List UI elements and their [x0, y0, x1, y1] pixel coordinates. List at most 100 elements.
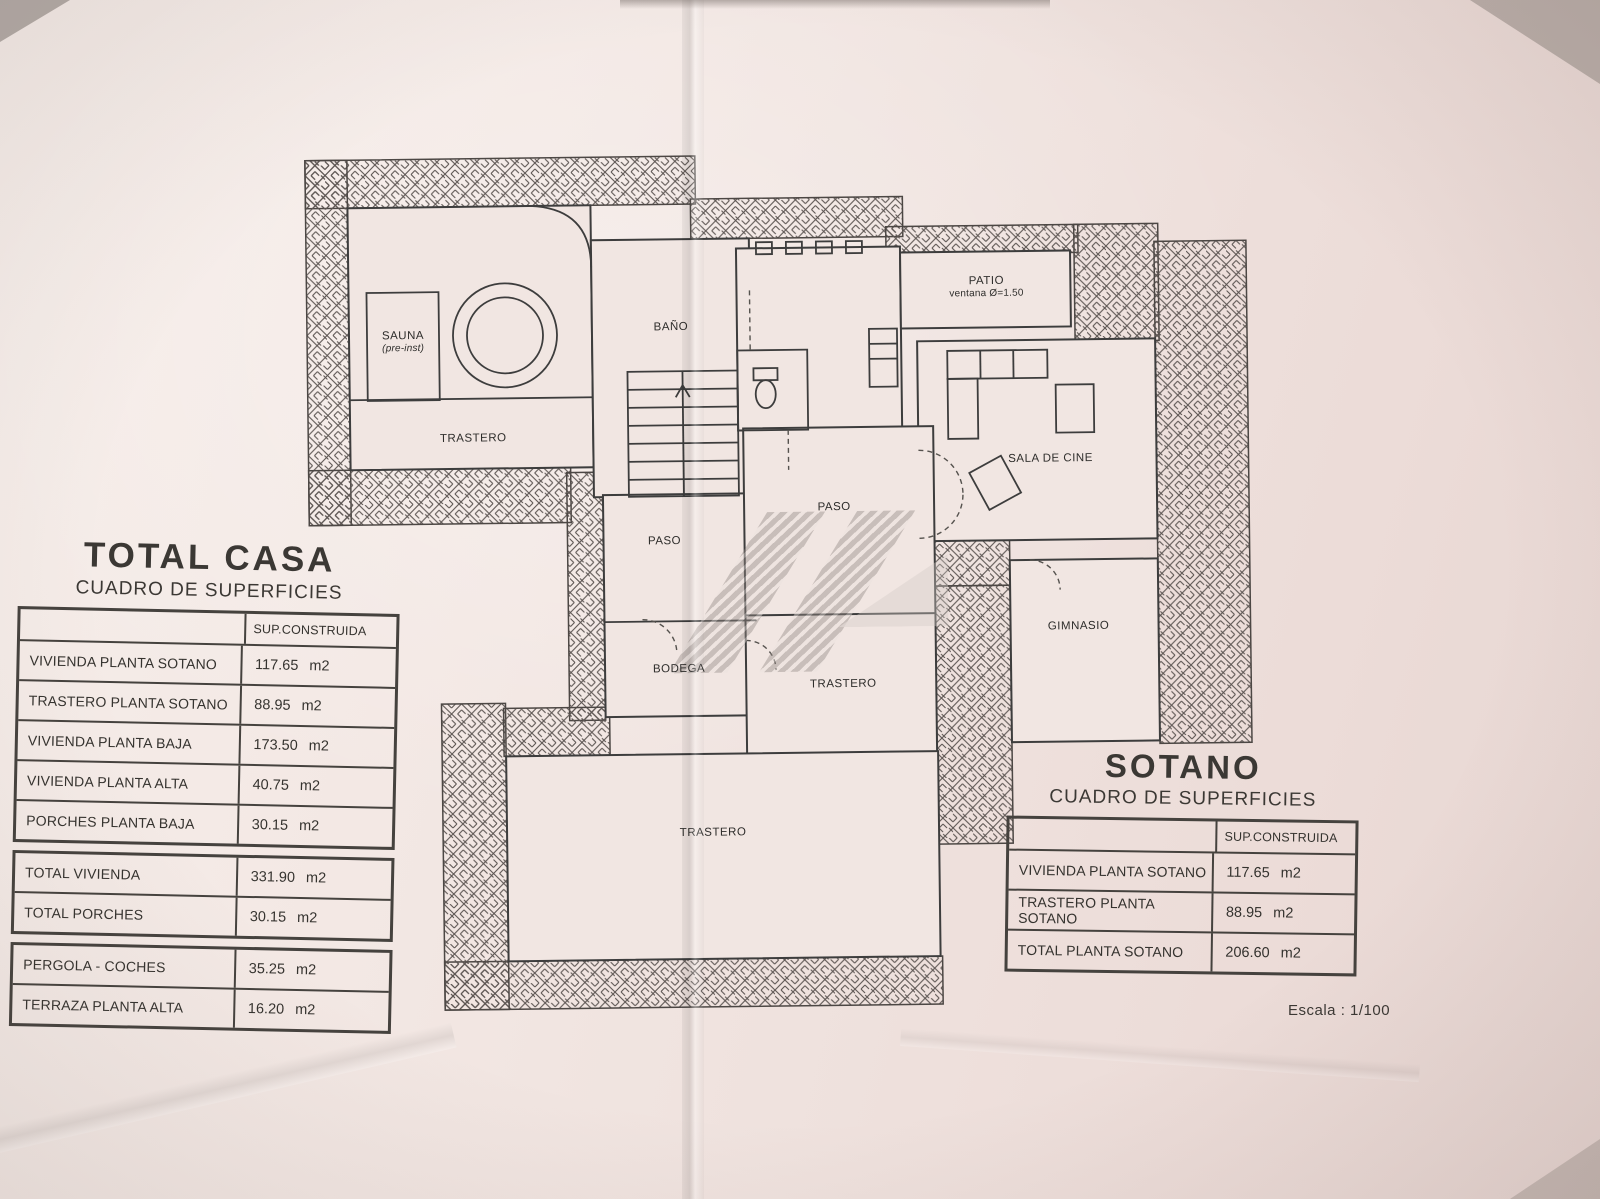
total-casa-table-main: SUP.CONSTRUIDA VIVIENDA PLANTA SOTANO 11…: [12, 606, 400, 850]
room-name: SALA DE CINE: [1008, 451, 1093, 466]
table-row: TOTAL PLANTA SOTANO 206.60 m2: [1007, 928, 1355, 974]
room-name: BAÑO: [653, 320, 689, 334]
row-label: TRASTERO PLANTA SOTANO: [1018, 893, 1155, 927]
paper-edge-shadow: [620, 0, 1050, 9]
total-casa-title: TOTAL CASA: [83, 535, 336, 580]
total-casa-table-totals: TOTAL VIVIENDA 331.90 m2 TOTAL PORCHES 30…: [10, 849, 395, 942]
room-label-trastero-2: TRASTERO: [810, 677, 877, 692]
row-value: 88.95: [254, 697, 291, 714]
row-unit: m2: [309, 658, 330, 675]
column-header: SUP.CONSTRUIDA: [244, 613, 397, 647]
room-label-gimnasio: GIMNASIO: [1048, 619, 1110, 634]
row-value-cell: 173.50 m2: [238, 725, 395, 767]
paper-crease: [900, 1027, 1420, 1083]
armchair: [968, 454, 1023, 512]
row-value: 117.65: [254, 657, 299, 674]
room-label-bodega: BODEGA: [653, 662, 705, 677]
room-name: PASO: [647, 535, 682, 548]
header-empty-cell: [1009, 819, 1216, 852]
room-name: GIMNASIO: [1047, 619, 1110, 633]
room-name: TRASTERO: [439, 432, 507, 445]
row-value: 35.25: [248, 960, 286, 978]
room-label-paso-2: PASO: [817, 500, 850, 515]
row-unit: m2: [305, 870, 327, 887]
row-value-cell: 117.65 m2: [1211, 853, 1356, 894]
table-row: TRASTERO PLANTA SOTANO 88.95 m2: [18, 679, 396, 727]
sotano-panel: SOTANO CUADRO DE SUPERFICIES SUP.CONSTRU…: [1004, 746, 1359, 977]
row-label: TOTAL PORCHES: [24, 904, 144, 923]
table-row: TERRAZA PLANTA ALTA 16.20 m2: [11, 983, 389, 1031]
row-label: TERRAZA PLANTA ALTA: [22, 996, 184, 1016]
paper-crease: [0, 1022, 457, 1160]
room-name: PASO: [817, 500, 851, 514]
row-value: 206.60: [1225, 944, 1270, 962]
row-value: 331.90: [250, 868, 296, 886]
table-row: VIVIENDA PLANTA BAJA 173.50 m2: [17, 719, 395, 767]
sotano-subtitle: CUADRO DE SUPERFICIES: [1049, 786, 1317, 811]
row-value-cell: 331.90 m2: [235, 857, 392, 899]
row-unit: m2: [299, 777, 321, 795]
row-value-cell: 88.95 m2: [1210, 893, 1355, 934]
row-unit: m2: [295, 961, 317, 979]
room-name: BODEGA: [652, 662, 706, 676]
row-label: VIVIENDA PLANTA SOTANO: [1018, 861, 1207, 881]
sotano-title: SOTANO: [1104, 746, 1262, 787]
row-unit: m2: [1273, 905, 1294, 922]
boiler: [868, 327, 899, 388]
column-header: SUP.CONSTRUIDA: [1215, 821, 1356, 854]
window-ticks: [754, 240, 863, 256]
room-label-sauna: SAUNA (pre-inst): [382, 329, 424, 356]
rooms: [346, 204, 1161, 963]
table-row: TOTAL VIVIENDA 331.90 m2: [15, 853, 392, 899]
row-value: 88.95: [1225, 904, 1263, 922]
row-value: 173.50: [253, 737, 298, 754]
table-row: TRASTERO PLANTA SOTANO 88.95 m2: [1008, 888, 1355, 934]
room-name: PATIO: [968, 274, 1005, 288]
row-unit: m2: [301, 698, 322, 715]
row-value: 30.15: [251, 816, 289, 834]
room-label-paso-1: PASO: [648, 534, 681, 549]
row-unit: m2: [296, 909, 318, 927]
fixtures: [349, 205, 1096, 624]
row-value-cell: 35.25 m2: [233, 949, 390, 991]
row-label: TOTAL PLANTA SOTANO: [1017, 941, 1184, 961]
background-corner-tr: [1470, 0, 1600, 84]
spa-circle: [452, 282, 558, 389]
stairs: [626, 369, 740, 498]
row-unit: m2: [1280, 865, 1301, 882]
background-corner-tl: [0, 0, 70, 42]
row-label: TRASTERO PLANTA SOTANO: [28, 692, 228, 713]
row-value: 16.20: [247, 1000, 285, 1018]
scale-note: Escala : 1/100: [1288, 1002, 1391, 1019]
room-label-trastero-3: TRASTERO: [680, 825, 747, 840]
row-value: 117.65: [1226, 864, 1270, 882]
header-empty-cell: [20, 609, 245, 644]
sauna-room: [365, 291, 441, 402]
background-corner-br: [1510, 1139, 1600, 1199]
row-unit: m2: [1280, 945, 1301, 962]
row-value-cell: 16.20 m2: [232, 989, 389, 1031]
sotano-table: SUP.CONSTRUIDA VIVIENDA PLANTA SOTANO 11…: [1004, 815, 1359, 977]
sofa: [946, 348, 1096, 512]
row-unit: m2: [308, 738, 330, 755]
row-unit: m2: [295, 1001, 316, 1019]
toilet: [736, 348, 810, 432]
table-header-row: SUP.CONSTRUIDA: [1009, 819, 1356, 854]
table-row: VIVIENDA PLANTA SOTANO 117.65 m2: [1008, 848, 1356, 894]
room-label-trastero-1: TRASTERO: [440, 431, 507, 446]
row-label: VIVIENDA PLANTA ALTA: [26, 772, 189, 792]
row-label: PORCHES PLANTA BAJA: [26, 812, 195, 832]
floor-plan-drawing: [304, 155, 1253, 1011]
room-label-patio: PATIO ventana Ø=1.50: [949, 274, 1024, 302]
row-label: TOTAL VIVIENDA: [24, 864, 141, 883]
room-label-sala-de-cine: SALA DE CINE: [1008, 451, 1093, 466]
row-label: VIVIENDA PLANTA BAJA: [27, 732, 193, 752]
row-value-cell: 88.95 m2: [238, 685, 396, 727]
